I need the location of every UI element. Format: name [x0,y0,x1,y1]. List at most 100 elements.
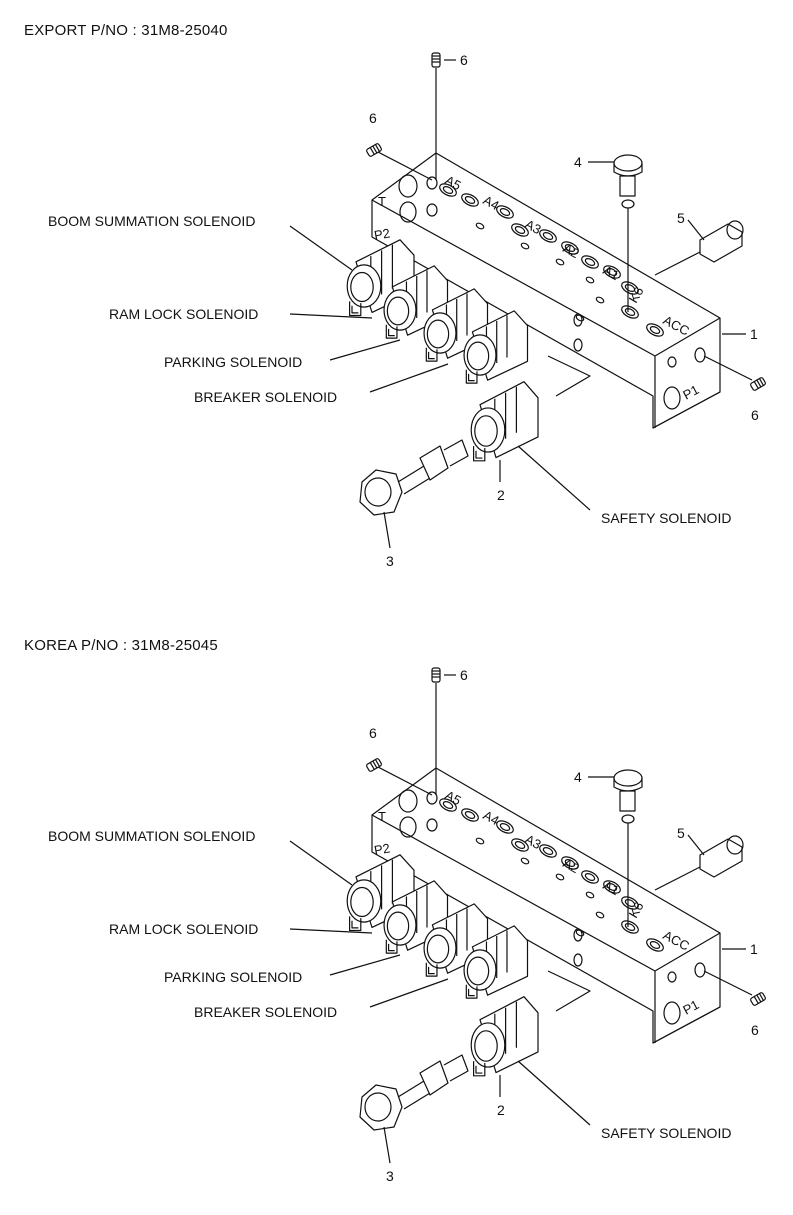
port-hole-inner [606,882,618,892]
part-6-set-screw-left [366,758,382,772]
leader-6-left [377,766,433,796]
leader-6-right [703,355,753,381]
port-label-a1: A1 [601,262,622,283]
callout-boom-summation-solenoid: BOOM SUMMATION SOLENOID [48,213,255,229]
port-hole-inner [624,898,636,908]
port-label-p1: P1 [680,382,701,403]
item-number-4: 4 [574,769,582,785]
port-hole [426,818,438,832]
item-number-1: 1 [750,326,758,342]
port-label-a5: A5 [443,787,464,808]
port-hole-inner [649,940,661,950]
port-label-a3: A3 [523,831,544,852]
port-hole-inner [499,822,511,832]
leader-5 [687,834,705,856]
port-label-p2: P2 [373,225,391,243]
small-hole [595,296,605,304]
port-hole [646,323,664,337]
port-hole-inner [624,283,636,293]
small-hole [573,338,583,352]
port-hole [426,176,438,190]
port-hole-inner [624,922,636,932]
port-hole-inner [584,872,596,882]
small-hole [595,911,605,919]
port-hole [399,201,417,223]
port-hole [439,798,457,812]
port-hole [398,789,418,813]
port-hole [426,791,438,805]
port-hole [511,223,529,237]
breaker-solenoid [463,310,529,384]
item-number-2: 2 [497,487,505,503]
port-hole-inner [624,307,636,317]
small-hole [694,347,706,363]
breaker-solenoid [463,925,529,999]
small-hole [585,891,595,899]
callout-safety-solenoid: SAFETY SOLENOID [601,510,731,526]
part-5-fitting [654,835,744,891]
leader-safety [517,445,591,511]
small-hole [694,962,706,978]
port-hole [581,255,599,269]
port-hole [561,856,579,870]
port-label-a2: A2 [561,240,582,261]
part-6-set-screw-top [431,667,441,683]
solenoid-mount-line [547,970,591,1012]
port-hole [426,203,438,217]
item-number-1: 1 [750,941,758,957]
port-label-p1: P1 [680,997,701,1018]
item-number-6-right: 6 [751,1022,759,1038]
port-label-p2: P2 [373,840,391,858]
port-hole [646,938,664,952]
port-hole-inner [542,846,554,856]
part-number-label: EXPORT P/NO : 31M8-25040 [24,22,228,39]
port-label-a1: A1 [601,877,622,898]
small-hole [667,356,677,368]
leader-boom-summation [289,225,353,271]
port-hole [399,816,417,838]
port-hole [511,838,529,852]
callout-breaker-solenoid: BREAKER SOLENOID [194,389,337,405]
solenoid-mount-line [547,355,591,397]
item-number-6-top: 6 [460,52,468,68]
callout-boom-summation-solenoid: BOOM SUMMATION SOLENOID [48,828,255,844]
small-hole [475,222,485,230]
port-label-k6: K6 [626,284,647,305]
port-hole [496,820,514,834]
port-hole [603,880,621,894]
port-label-a3: A3 [523,216,544,237]
port-label-a4: A4 [481,807,502,828]
port-hole [398,174,418,198]
small-hole [573,953,583,967]
leader-6-right [703,970,753,996]
port-hole-inner [442,800,454,810]
port-label-t: T [378,809,386,824]
part-6-set-screw-right [750,992,766,1006]
item-number-3: 3 [386,553,394,569]
port-label-a2: A2 [561,855,582,876]
leader-3 [383,511,391,549]
leader-3 [383,1126,391,1164]
callout-parking-solenoid: PARKING SOLENOID [164,969,302,985]
leader-breaker [369,363,449,393]
item-number-3: 3 [386,1168,394,1184]
port-hole [539,844,557,858]
port-p1-hole [663,386,681,410]
part-6-set-screw-right [750,377,766,391]
item-number-5: 5 [677,825,685,841]
port-hole [581,870,599,884]
port-hole-inner [564,243,576,253]
port-hole-inner [514,225,526,235]
port-hole-inner [499,207,511,217]
leader-boom-summation [289,840,353,886]
leader-parking [329,954,401,976]
port-hole-inner [514,840,526,850]
callout-safety-solenoid: SAFETY SOLENOID [601,1125,731,1141]
part-3-long-plug [359,1054,469,1131]
callout-breaker-solenoid: BREAKER SOLENOID [194,1004,337,1020]
